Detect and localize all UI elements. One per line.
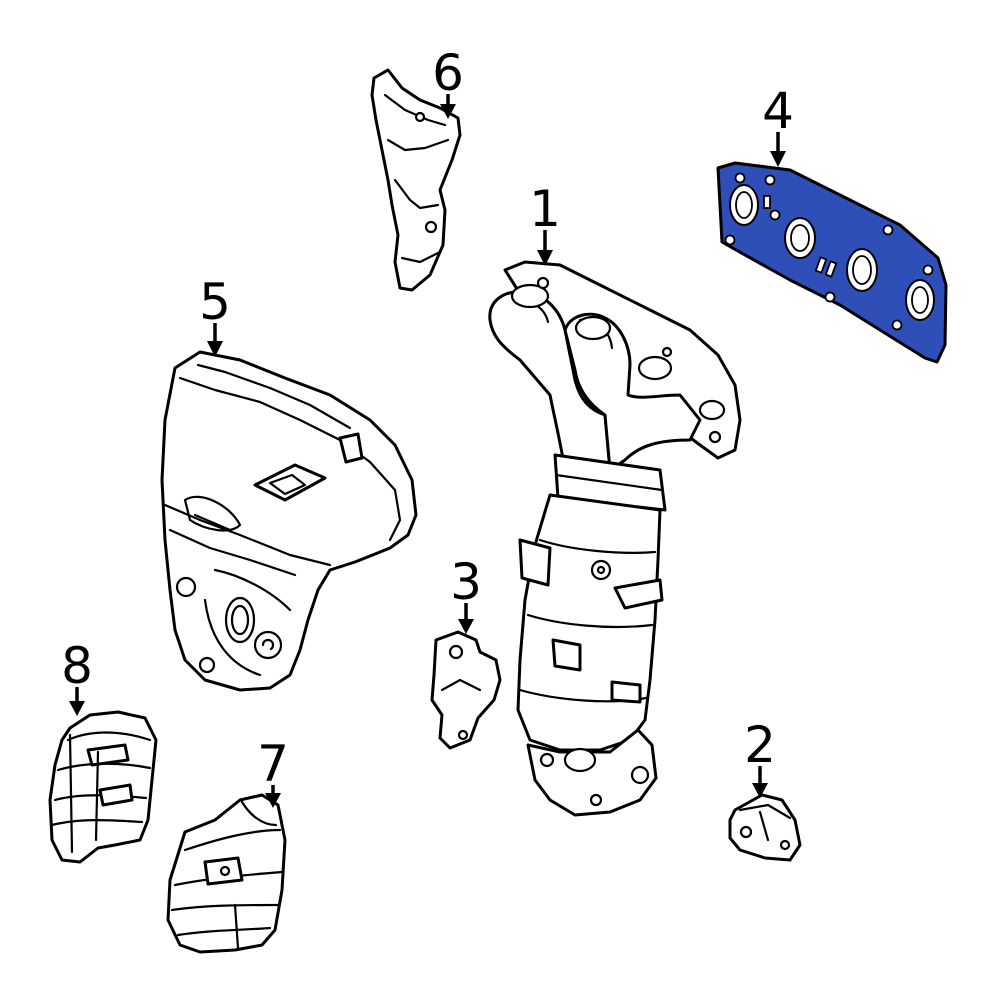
callout-4: 4: [762, 82, 794, 140]
callout-8: 8: [61, 637, 93, 695]
part-1-exhaust-manifold[interactable]: [488, 260, 742, 817]
part-8-lower-shield[interactable]: [48, 710, 158, 864]
callout-6: 6: [432, 44, 464, 102]
part-2-bracket[interactable]: [728, 793, 802, 862]
callout-2: 2: [744, 716, 776, 774]
part-5-heat-shield[interactable]: [160, 350, 418, 692]
callout-1: 1: [529, 180, 561, 238]
callout-labels: 1 2 3 4 5 6 7 8: [61, 44, 794, 793]
part-3-bracket[interactable]: [430, 630, 502, 750]
callout-arrows: [69, 94, 786, 808]
part-4-gasket[interactable]: [716, 161, 948, 364]
part-7-lower-shield[interactable]: [166, 793, 287, 954]
part-6-upper-bracket[interactable]: [370, 68, 462, 292]
callout-5: 5: [199, 273, 231, 331]
callout-3: 3: [450, 553, 482, 611]
callout-7: 7: [257, 735, 289, 793]
